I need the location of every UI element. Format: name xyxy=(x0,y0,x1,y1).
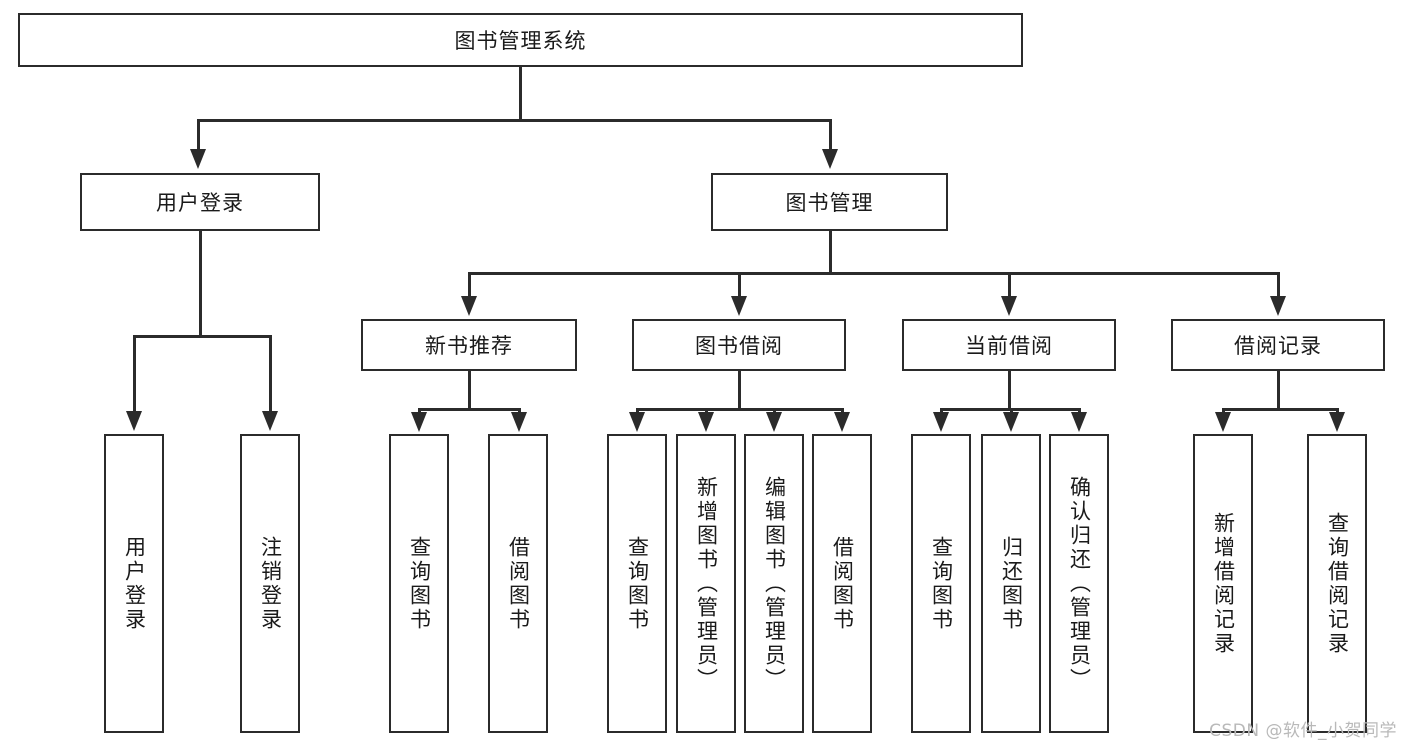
arrowhead-icon xyxy=(933,412,949,432)
connector-user-login-to-leaf-2 xyxy=(269,335,272,413)
connector-current-borrow-stem xyxy=(1008,371,1011,408)
node-label: 查询图书 xyxy=(407,535,432,632)
connector-book-mgmt-stem xyxy=(829,231,832,272)
arrowhead-icon xyxy=(834,412,850,432)
node-root-system[interactable]: 图书管理系统 xyxy=(18,13,1023,67)
node-borrow-records[interactable]: 借阅记录 xyxy=(1171,319,1385,371)
node-label: 借阅图书 xyxy=(830,535,855,632)
node-label: 用户登录 xyxy=(122,535,147,632)
connector-borrow-records-to-leaf-1 xyxy=(1222,408,1225,414)
connector-new-book-bar xyxy=(418,408,521,411)
connector-new-book-stem xyxy=(468,371,471,408)
node-label: 图书管理系统 xyxy=(454,29,587,53)
leaf-current-borrow-confirm[interactable]: 确认归还（管理员） xyxy=(1049,434,1109,733)
connector-book-borrow-bar xyxy=(636,408,844,411)
node-label: 借阅图书 xyxy=(506,535,531,632)
leaf-book-borrow-add[interactable]: 新增图书（管理员） xyxy=(676,434,736,733)
node-new-book-recommend[interactable]: 新书推荐 xyxy=(361,319,577,371)
connector-root-to-book-mgmt xyxy=(829,119,832,151)
leaf-user-login-logout[interactable]: 注销登录 xyxy=(240,434,300,733)
connector-root-to-user-login xyxy=(197,119,200,151)
arrowhead-icon xyxy=(190,149,206,169)
arrowhead-icon xyxy=(822,149,838,169)
connector-borrow-records-stem xyxy=(1277,371,1280,408)
arrowhead-icon xyxy=(766,412,782,432)
connector-borrow-records-bar xyxy=(1222,408,1339,411)
node-label: 归还图书 xyxy=(999,535,1024,632)
leaf-records-query[interactable]: 查询借阅记录 xyxy=(1307,434,1367,733)
connector-book-mgmt-to-records xyxy=(1277,272,1280,298)
connector-book-borrow-to-leaf-2 xyxy=(705,408,708,414)
connector-book-borrow-to-leaf-4 xyxy=(841,408,844,414)
node-book-management[interactable]: 图书管理 xyxy=(711,173,948,231)
connector-book-mgmt-to-current xyxy=(1008,272,1011,298)
node-label: 图书借阅 xyxy=(695,334,783,358)
arrowhead-icon xyxy=(1071,412,1087,432)
arrowhead-icon xyxy=(1001,296,1017,316)
leaf-current-borrow-query[interactable]: 查询图书 xyxy=(911,434,971,733)
node-label: 图书管理 xyxy=(785,191,874,215)
node-label: 确认归还（管理员） xyxy=(1067,475,1092,692)
arrowhead-icon xyxy=(1003,412,1019,432)
leaf-new-book-query[interactable]: 查询图书 xyxy=(389,434,449,733)
arrowhead-icon xyxy=(461,296,477,316)
connector-root-bar xyxy=(197,119,832,122)
connector-new-book-to-leaf-1 xyxy=(418,408,421,414)
connector-current-borrow-to-leaf-2 xyxy=(1010,408,1013,414)
leaf-book-borrow-query[interactable]: 查询图书 xyxy=(607,434,667,733)
arrowhead-icon xyxy=(1215,412,1231,432)
connector-current-borrow-to-leaf-1 xyxy=(940,408,943,414)
arrowhead-icon xyxy=(1270,296,1286,316)
arrowhead-icon xyxy=(629,412,645,432)
arrowhead-icon xyxy=(126,411,142,431)
connector-book-borrow-to-leaf-1 xyxy=(636,408,639,414)
connector-book-borrow-stem xyxy=(738,371,741,408)
node-label: 新书推荐 xyxy=(425,334,513,358)
arrowhead-icon xyxy=(731,296,747,316)
connector-current-borrow-to-leaf-3 xyxy=(1078,408,1081,414)
node-label: 新增图书（管理员） xyxy=(694,475,719,692)
connector-user-login-to-leaf-1 xyxy=(133,335,136,413)
arrowhead-icon xyxy=(411,412,427,432)
arrowhead-icon xyxy=(698,412,714,432)
arrowhead-icon xyxy=(511,412,527,432)
connector-book-mgmt-to-new-book xyxy=(468,272,471,298)
connector-book-mgmt-to-borrow xyxy=(738,272,741,298)
node-book-borrow[interactable]: 图书借阅 xyxy=(632,319,846,371)
node-label: 用户登录 xyxy=(156,191,244,215)
arrowhead-icon xyxy=(262,411,278,431)
leaf-new-book-borrow[interactable]: 借阅图书 xyxy=(488,434,548,733)
node-label: 注销登录 xyxy=(258,535,283,632)
leaf-user-login-login[interactable]: 用户登录 xyxy=(104,434,164,733)
arrowhead-icon xyxy=(1329,412,1345,432)
connector-root-stem xyxy=(519,67,522,119)
node-label: 借阅记录 xyxy=(1234,334,1322,358)
node-label: 新增借阅记录 xyxy=(1211,511,1236,656)
node-label: 当前借阅 xyxy=(965,334,1053,358)
node-label: 查询借阅记录 xyxy=(1325,511,1350,656)
connector-user-login-stem xyxy=(199,231,202,335)
connector-borrow-records-to-leaf-2 xyxy=(1336,408,1339,414)
leaf-book-borrow-borrow[interactable]: 借阅图书 xyxy=(812,434,872,733)
watermark: CSDN @软件_小贺同学 xyxy=(1209,721,1397,741)
node-user-login[interactable]: 用户登录 xyxy=(80,173,320,231)
node-label: 编辑图书（管理员） xyxy=(762,475,787,692)
node-label: 查询图书 xyxy=(625,535,650,632)
leaf-book-borrow-edit[interactable]: 编辑图书（管理员） xyxy=(744,434,804,733)
node-current-borrow[interactable]: 当前借阅 xyxy=(902,319,1116,371)
connector-book-borrow-to-leaf-3 xyxy=(773,408,776,414)
connector-book-mgmt-bar xyxy=(468,272,1280,275)
connector-new-book-to-leaf-2 xyxy=(518,408,521,414)
leaf-records-add[interactable]: 新增借阅记录 xyxy=(1193,434,1253,733)
leaf-current-borrow-return[interactable]: 归还图书 xyxy=(981,434,1041,733)
connector-user-login-bar xyxy=(133,335,271,338)
node-label: 查询图书 xyxy=(929,535,954,632)
